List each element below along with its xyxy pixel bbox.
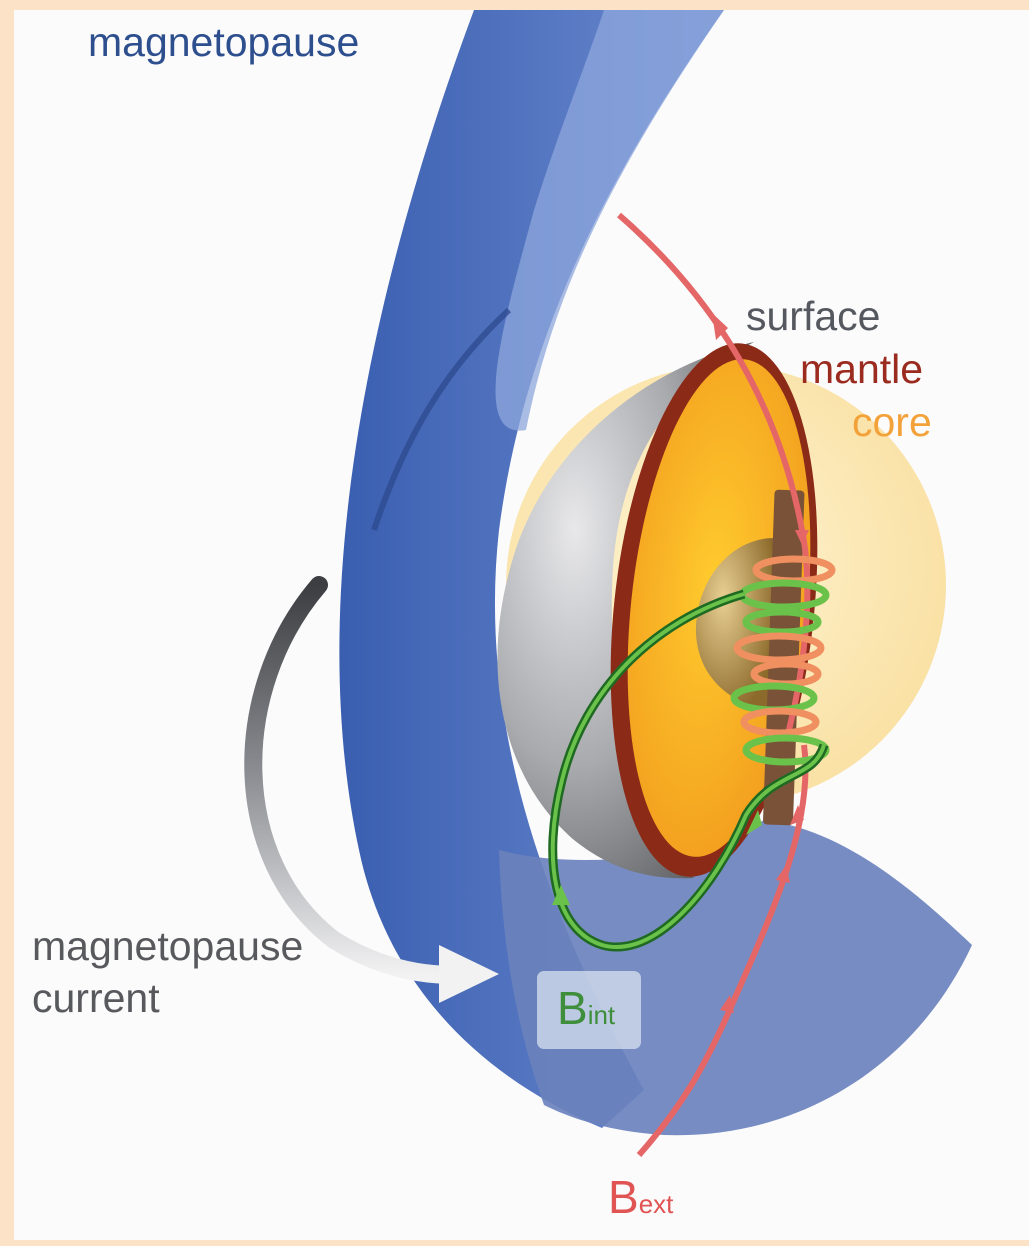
b-ext-symbol: B (608, 1171, 639, 1223)
mantle-label: mantle (800, 349, 923, 390)
magnetopause-current-label: magnetopause current (32, 920, 303, 1025)
b-int-label: Bint (557, 981, 615, 1035)
magnetopause-current-label-line2: current (32, 972, 303, 1024)
magnetopause-label: magnetopause (88, 22, 359, 63)
diagram-canvas (14, 10, 1029, 1240)
b-ext-subscript: ext (639, 1189, 674, 1219)
b-ext-label: Bext (608, 1170, 673, 1224)
diagram-frame (14, 10, 1029, 1240)
core-label: core (852, 402, 932, 443)
b-int-symbol: B (557, 982, 588, 1034)
surface-label: surface (746, 296, 880, 337)
b-int-label-box: Bint (537, 971, 641, 1049)
b-int-subscript: int (588, 1000, 615, 1030)
magnetopause-current-label-line1: magnetopause (32, 920, 303, 972)
